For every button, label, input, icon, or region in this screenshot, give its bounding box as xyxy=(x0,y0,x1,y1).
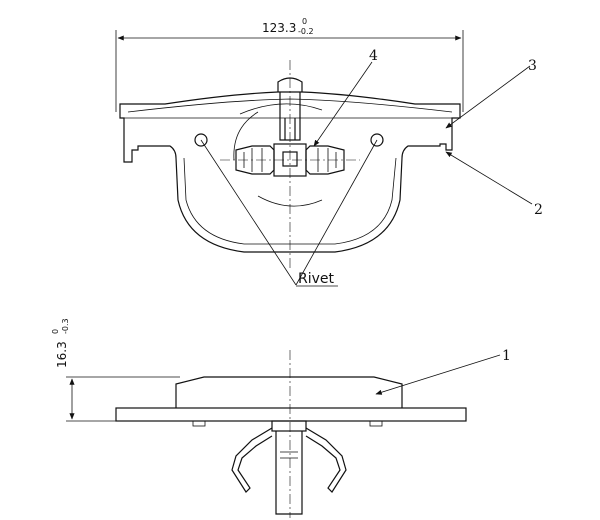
friction-material-outline xyxy=(183,157,397,245)
thickness-upper-tolerance: 0 xyxy=(51,329,60,334)
callout-4: 4 xyxy=(313,48,378,147)
thickness-dimension: 16.3 0 -0.3 xyxy=(51,318,180,422)
thickness-lower-tolerance: -0.3 xyxy=(61,318,70,334)
side-view: 16.3 0 -0.3 1 xyxy=(51,318,511,518)
backing-plate-outline xyxy=(119,91,461,253)
rivet-label: Rivet xyxy=(298,271,335,287)
center-clip-side xyxy=(231,420,347,515)
thickness-dimension-value: 16.3 xyxy=(55,341,69,368)
callout-3: 3 xyxy=(445,58,537,129)
width-dimension: 123.3 0 -0.2 xyxy=(115,17,464,112)
rivet-leader-lines: Rivet xyxy=(200,139,378,287)
width-dimension-value: 123.3 xyxy=(262,21,296,35)
width-upper-tolerance: 0 xyxy=(302,17,307,26)
rivet-hole-left xyxy=(194,133,208,147)
callout-3-number: 3 xyxy=(528,58,537,74)
callout-2-number: 2 xyxy=(534,202,543,218)
backing-plate-side xyxy=(115,407,467,422)
friction-material-side xyxy=(175,376,403,408)
callout-1-number: 1 xyxy=(502,348,511,364)
top-view: 123.3 0 -0.2 xyxy=(115,17,543,287)
callout-2: 2 xyxy=(445,151,543,218)
callout-1: 1 xyxy=(375,348,511,395)
width-lower-tolerance: -0.2 xyxy=(298,27,314,36)
callout-4-number: 4 xyxy=(369,48,378,64)
rivet-hole-right xyxy=(370,133,384,147)
